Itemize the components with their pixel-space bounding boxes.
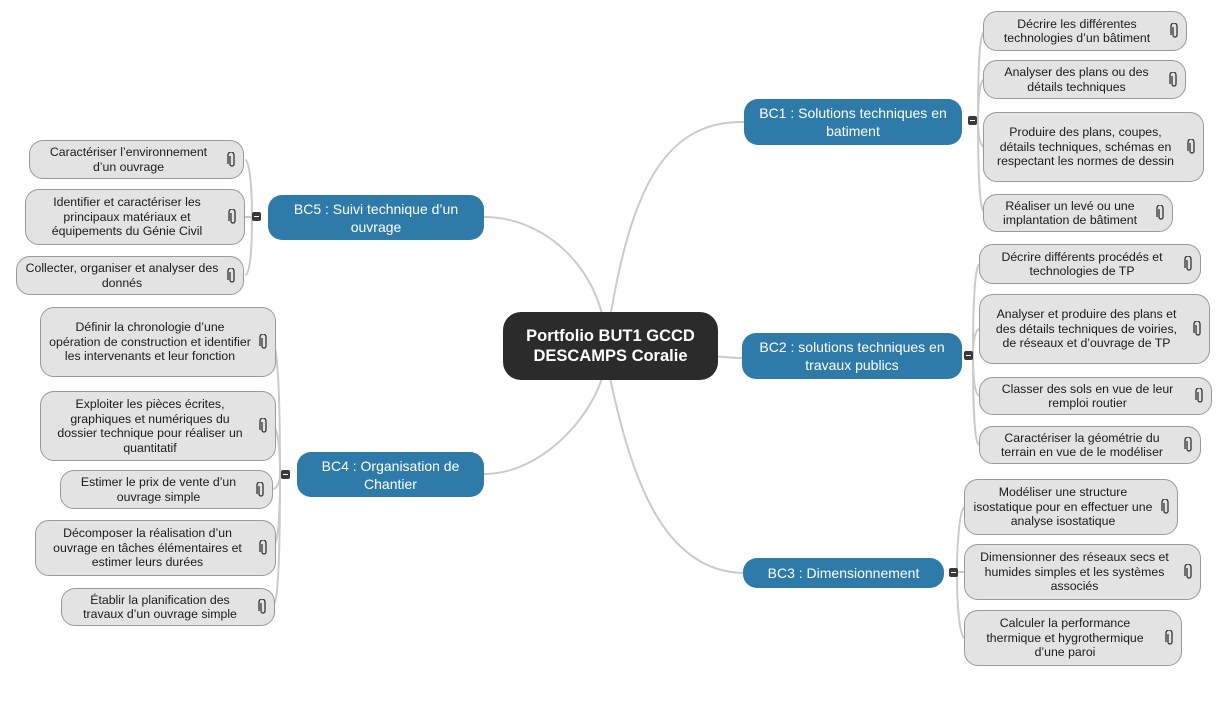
- leaf-bc5-1[interactable]: Caractériser l’environnement d’un ouvrag…: [29, 140, 244, 179]
- leaf-label: Décomposer la réalisation d’un ouvrage e…: [53, 526, 242, 570]
- leaf-bc1-1[interactable]: Décrire les différentes technologies d’u…: [983, 11, 1187, 51]
- leaf-label: Calculer la performance thermique et hyg…: [986, 616, 1144, 660]
- branch-bc3-label: BC3 : Dimensionnement: [767, 565, 920, 581]
- paperclip-icon[interactable]: [1156, 205, 1166, 221]
- leaf-bc4-5[interactable]: Établir la planification des travaux d’u…: [61, 588, 275, 626]
- leaf-bc4-4[interactable]: Décomposer la réalisation d’un ouvrage e…: [35, 520, 276, 576]
- paperclip-icon[interactable]: [1184, 437, 1194, 453]
- leaf-bc1-4[interactable]: Réaliser un levé ou une implantation de …: [983, 194, 1173, 232]
- leaf-label: Établir la planification des travaux d’u…: [83, 592, 237, 622]
- central-topic[interactable]: Portfolio BUT1 GCCD DESCAMPS Coralie: [503, 312, 718, 380]
- leaf-label: Dimensionner des réseaux secs et humides…: [980, 550, 1169, 594]
- branch-bc4-label: BC4 : Organisation de Chantier: [321, 457, 460, 492]
- leaf-label: Identifier et caractériser les principau…: [51, 195, 203, 239]
- leaf-label: Réaliser un levé ou une implantation de …: [1003, 198, 1137, 228]
- paperclip-icon[interactable]: [1184, 564, 1194, 580]
- paperclip-icon[interactable]: [1184, 256, 1194, 272]
- leaf-label: Classer des sols en vue de leur remploi …: [1001, 381, 1174, 411]
- leaf-bc2-2[interactable]: Analyser et produire des plans et des dé…: [979, 294, 1210, 364]
- leaf-label: Caractériser la géométrie du terrain en …: [1001, 430, 1163, 460]
- leaf-bc4-1[interactable]: Définir la chronologie d’une opération d…: [40, 307, 276, 377]
- paperclip-icon[interactable]: [1193, 321, 1203, 337]
- leaf-label: Caractériser l’environnement d’un ouvrag…: [49, 145, 208, 174]
- leaf-label: Analyser et produire des plans et des dé…: [995, 307, 1178, 351]
- leaf-bc5-2[interactable]: Identifier et caractériser les principau…: [25, 189, 245, 245]
- collapse-toggle-icon[interactable]: [968, 116, 977, 125]
- collapse-toggle-icon[interactable]: [964, 351, 973, 360]
- paperclip-icon[interactable]: [1165, 630, 1175, 646]
- leaf-bc5-3[interactable]: Collecter, organiser et analyser des don…: [16, 256, 244, 295]
- branch-bc2[interactable]: BC2 : solutions techniques en travaux pu…: [742, 333, 962, 379]
- leaf-label: Collecter, organiser et analyser des don…: [25, 261, 219, 290]
- leaf-bc2-4[interactable]: Caractériser la géométrie du terrain en …: [979, 426, 1201, 464]
- paperclip-icon[interactable]: [227, 267, 237, 284]
- paperclip-icon[interactable]: [227, 151, 237, 168]
- collapse-toggle-icon[interactable]: [949, 568, 958, 577]
- leaf-bc3-3[interactable]: Calculer la performance thermique et hyg…: [964, 610, 1182, 666]
- leaf-label: Définir la chronologie d’une opération d…: [49, 320, 251, 364]
- paperclip-icon[interactable]: [258, 599, 268, 615]
- paperclip-icon[interactable]: [1161, 499, 1171, 515]
- paperclip-icon[interactable]: [1195, 388, 1205, 404]
- leaf-bc4-2[interactable]: Exploiter les pièces écrites, graphiques…: [40, 391, 276, 461]
- branch-bc5-label: BC5 : Suivi technique d’un ouvrage: [293, 200, 459, 235]
- collapse-toggle-icon[interactable]: [252, 212, 261, 221]
- leaf-label: Modéliser une structure isostatique pour…: [973, 485, 1153, 529]
- leaf-label: Décrire les différentes technologies d’u…: [1003, 16, 1151, 46]
- leaf-bc1-3[interactable]: Produire des plans, coupes, détails tech…: [983, 112, 1204, 182]
- branch-bc5[interactable]: BC5 : Suivi technique d’un ouvrage: [268, 195, 484, 240]
- branch-bc4[interactable]: BC4 : Organisation de Chantier: [297, 452, 484, 497]
- leaf-bc4-3[interactable]: Estimer le prix de vente d’un ouvrage si…: [60, 470, 273, 509]
- paperclip-icon[interactable]: [228, 209, 238, 225]
- branch-bc3[interactable]: BC3 : Dimensionnement: [743, 558, 944, 588]
- leaf-bc1-2[interactable]: Analyser des plans ou des détails techni…: [983, 60, 1186, 99]
- paperclip-icon[interactable]: [259, 334, 269, 350]
- leaf-bc2-1[interactable]: Décrire différents procédés et technolog…: [979, 244, 1201, 284]
- central-topic-label: Portfolio BUT1 GCCD DESCAMPS Coralie: [526, 327, 695, 365]
- leaf-bc3-2[interactable]: Dimensionner des réseaux secs et humides…: [964, 544, 1201, 600]
- paperclip-icon[interactable]: [1187, 139, 1197, 155]
- leaf-bc2-3[interactable]: Classer des sols en vue de leur remploi …: [979, 377, 1212, 415]
- paperclip-icon[interactable]: [1169, 71, 1179, 88]
- paperclip-icon[interactable]: [259, 418, 269, 434]
- leaf-label: Exploiter les pièces écrites, graphiques…: [57, 397, 243, 455]
- leaf-label: Décrire différents procédés et technolog…: [1001, 249, 1163, 279]
- branch-bc1-label: BC1 : Solutions techniques en batiment: [759, 105, 947, 139]
- branch-bc2-label: BC2 : solutions techniques en travaux pu…: [759, 339, 945, 373]
- paperclip-icon[interactable]: [259, 540, 269, 556]
- paperclip-icon[interactable]: [1170, 23, 1180, 39]
- leaf-bc3-1[interactable]: Modéliser une structure isostatique pour…: [964, 479, 1178, 535]
- paperclip-icon[interactable]: [256, 481, 266, 498]
- leaf-label: Produire des plans, coupes, détails tech…: [996, 125, 1175, 169]
- leaf-label: Analyser des plans ou des détails techni…: [1004, 65, 1149, 94]
- collapse-toggle-icon[interactable]: [281, 470, 290, 479]
- branch-bc1[interactable]: BC1 : Solutions techniques en batiment: [744, 99, 962, 145]
- leaf-label: Estimer le prix de vente d’un ouvrage si…: [80, 475, 237, 504]
